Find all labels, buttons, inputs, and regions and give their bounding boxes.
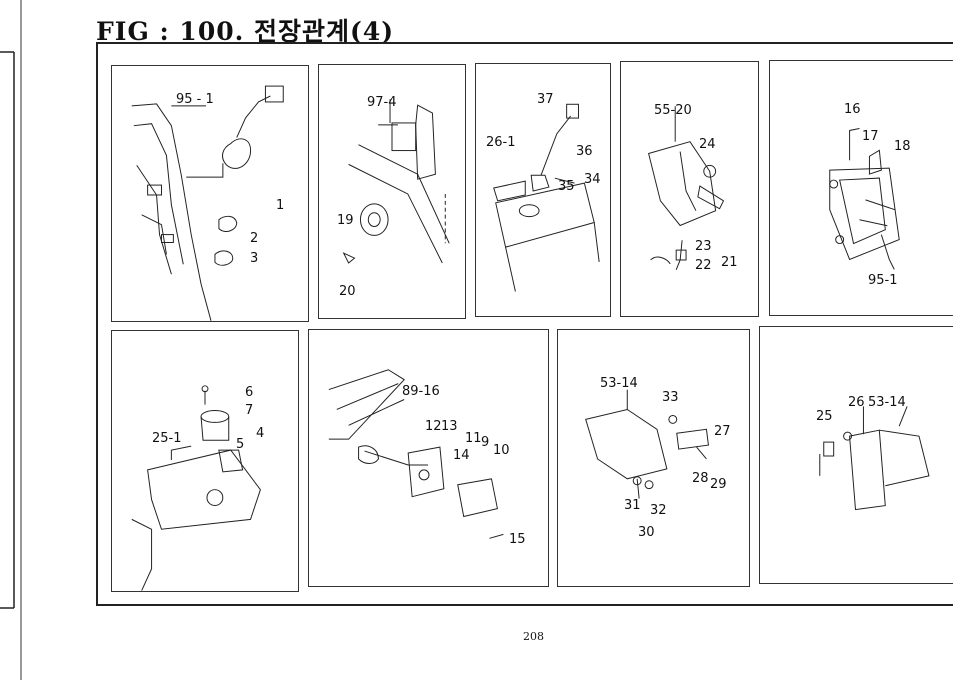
part-label: 25-1 xyxy=(152,431,182,446)
panel-7-drawing xyxy=(328,369,504,539)
part-label: 1 xyxy=(276,198,285,213)
diagram-panel-6: 6 7 4 25-1 5 xyxy=(111,330,299,592)
part-label: 35 xyxy=(558,179,575,194)
panel-8-drawing xyxy=(585,389,709,499)
part-label: 37 xyxy=(537,92,554,107)
part-label: 28 xyxy=(692,471,709,486)
part-label: 6 xyxy=(245,385,254,400)
part-label: 34 xyxy=(584,172,601,187)
part-label: 36 xyxy=(576,144,593,159)
part-label: 53-14 xyxy=(868,395,906,410)
diagram-panel-5: 16 17 18 95-1 xyxy=(769,60,953,316)
panel-6-drawing xyxy=(131,385,261,591)
part-label: 7 xyxy=(245,403,254,418)
diagram-panel-1: 95 - 1 1 2 3 xyxy=(111,65,309,322)
part-label: 33 xyxy=(662,390,679,405)
part-label: 15 xyxy=(509,532,526,547)
part-label: 20 xyxy=(339,284,356,299)
part-label: 14 xyxy=(453,448,470,463)
part-label: 19 xyxy=(337,213,354,228)
part-label: 55-20 xyxy=(654,103,692,118)
part-label: 31 xyxy=(624,498,641,513)
diagram-panel-8: 53-14 33 27 28 29 31 32 30 xyxy=(557,329,750,587)
part-label: 97-4 xyxy=(367,95,397,110)
part-label: 18 xyxy=(894,139,911,154)
part-label: 12 xyxy=(425,419,442,434)
part-label: 29 xyxy=(710,477,727,492)
part-label: 13 xyxy=(441,419,458,434)
part-label: 22 xyxy=(695,258,712,273)
part-label: 30 xyxy=(638,525,655,540)
panel-3-drawing xyxy=(493,103,600,292)
panel-2-drawing xyxy=(342,99,450,264)
part-label: 27 xyxy=(714,424,731,439)
part-label: 89-16 xyxy=(402,384,440,399)
diagram-panel-2: 97-4 19 20 xyxy=(318,64,466,319)
part-label: 3 xyxy=(250,251,259,266)
page-number: 208 xyxy=(523,630,544,643)
part-label: 2 xyxy=(250,231,259,246)
diagram-panel-3: 37 26-1 36 34 35 xyxy=(475,63,611,317)
part-label: 16 xyxy=(844,102,861,117)
figure-frame xyxy=(96,42,953,606)
diagram-panel-9: 25 26 53-14 xyxy=(759,326,953,584)
binding-edge xyxy=(0,0,22,680)
panel-1-drawing xyxy=(131,85,284,321)
part-label: 11 xyxy=(465,431,482,446)
part-label: 24 xyxy=(699,137,716,152)
part-label: 95 - 1 xyxy=(176,92,214,107)
part-label: 26 xyxy=(848,395,865,410)
panel-9-drawing xyxy=(819,406,930,511)
part-label: 32 xyxy=(650,503,667,518)
part-label: 5 xyxy=(236,437,245,452)
panel-4-drawing xyxy=(648,106,725,271)
figure-title: FIG : 100. 전장관계(4) xyxy=(96,17,395,46)
part-label: 21 xyxy=(721,255,738,270)
diagram-panel-4: 55-20 24 23 22 21 xyxy=(620,61,759,317)
part-label: 17 xyxy=(862,129,879,144)
diagram-panel-7: 89-16 12 13 11 9 10 14 15 xyxy=(308,329,549,587)
part-label: 25 xyxy=(816,409,833,424)
part-label: 9 xyxy=(481,435,490,450)
part-label: 10 xyxy=(493,443,510,458)
panel-5-drawing xyxy=(829,127,900,270)
part-label: 23 xyxy=(695,239,712,254)
part-label: 4 xyxy=(256,426,265,441)
part-label: 53-14 xyxy=(600,376,638,391)
part-label: 95-1 xyxy=(868,273,898,288)
part-label: 26-1 xyxy=(486,135,516,150)
